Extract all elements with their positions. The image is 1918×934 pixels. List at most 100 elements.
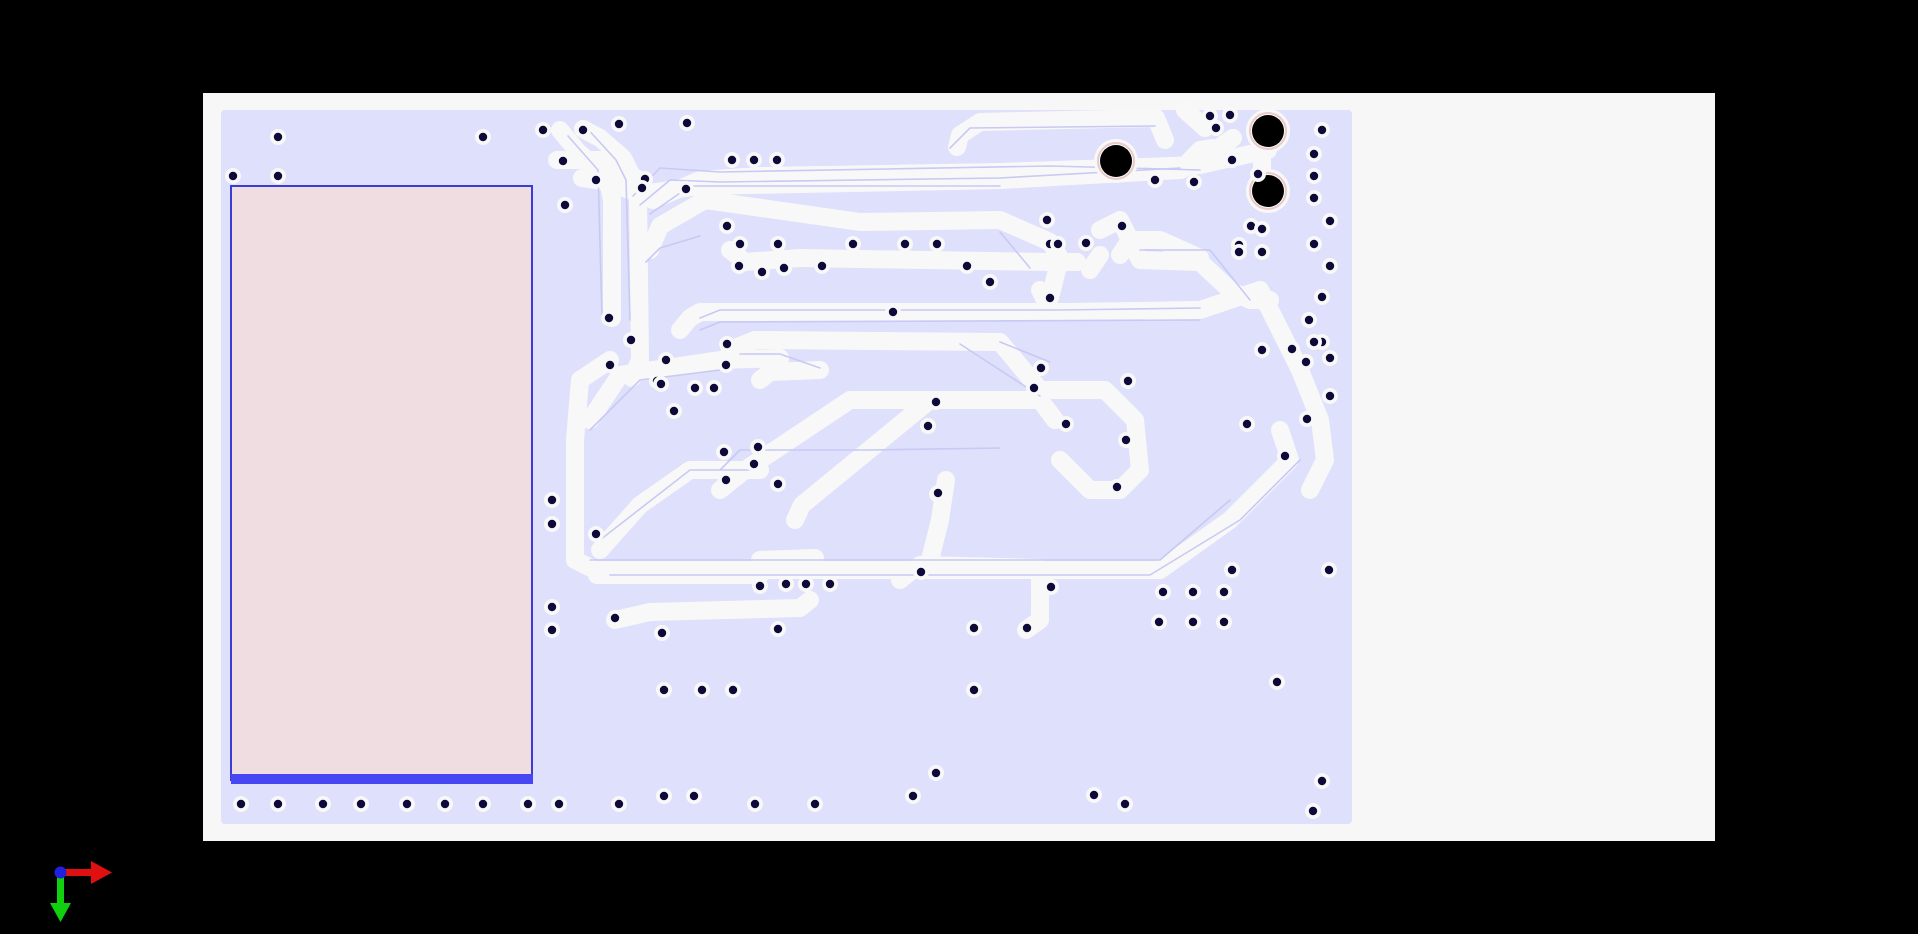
via (538, 125, 548, 135)
trace-line (699, 319, 1201, 331)
via (1227, 155, 1237, 165)
via (547, 625, 557, 635)
via (1205, 111, 1215, 121)
via (604, 313, 614, 323)
via (402, 799, 412, 809)
via (656, 379, 666, 389)
via (1211, 123, 1221, 133)
mounting-holes (1094, 109, 1290, 213)
via (773, 479, 783, 489)
via (1112, 482, 1122, 492)
via (659, 685, 669, 695)
via (1120, 799, 1130, 809)
via (1053, 239, 1063, 249)
via (1123, 376, 1133, 386)
via (578, 125, 588, 135)
via (908, 791, 918, 801)
via (817, 261, 827, 271)
copper-trace (891, 559, 924, 589)
via (719, 447, 729, 457)
via (1287, 344, 1297, 354)
trace-line (999, 231, 1031, 269)
copper-trace (721, 331, 1149, 499)
via (659, 791, 669, 801)
via (1150, 175, 1160, 185)
via (605, 360, 615, 370)
via (753, 442, 763, 452)
via (1301, 357, 1311, 367)
via (888, 307, 898, 317)
trace-line (645, 235, 701, 263)
trace-line (567, 135, 603, 319)
via (547, 519, 557, 529)
via (1325, 353, 1335, 363)
mounting-hole-ring (1249, 112, 1287, 150)
via (547, 495, 557, 505)
trace-line (949, 125, 1156, 149)
via (1304, 315, 1314, 325)
z-axis-dot-icon (54, 866, 67, 879)
via (773, 239, 783, 249)
via (273, 799, 283, 809)
via (614, 119, 624, 129)
via (1272, 677, 1282, 687)
copper-trace (606, 591, 819, 629)
via (734, 261, 744, 271)
large-component-footprint[interactable] (230, 185, 533, 784)
via (1154, 617, 1164, 627)
via (661, 355, 671, 365)
via (755, 581, 765, 591)
via (1046, 582, 1056, 592)
via (554, 799, 564, 809)
via (273, 132, 283, 142)
via (610, 613, 620, 623)
via (1324, 565, 1334, 575)
via (727, 155, 737, 165)
x-axis-arrow-icon (60, 861, 112, 884)
mounting-hole-ring (1249, 172, 1287, 210)
via (558, 156, 568, 166)
via (1302, 414, 1312, 424)
via (440, 799, 450, 809)
via (318, 799, 328, 809)
via (1036, 363, 1046, 373)
trace-line (719, 447, 1001, 471)
via (1242, 419, 1252, 429)
via (923, 421, 933, 431)
via (1309, 193, 1319, 203)
via (236, 799, 246, 809)
mounting-hole (1252, 115, 1284, 147)
via (931, 397, 941, 407)
via (689, 791, 699, 801)
via (1325, 391, 1335, 401)
via (721, 475, 731, 485)
via (614, 799, 624, 809)
via (1309, 171, 1319, 181)
via (709, 383, 719, 393)
via (626, 335, 636, 345)
via (1117, 221, 1127, 231)
via (1225, 110, 1235, 120)
trace-line (599, 469, 751, 541)
via (969, 623, 979, 633)
via (591, 175, 601, 185)
mounting-hole-ring (1097, 142, 1135, 180)
via (779, 263, 789, 273)
via (1257, 345, 1267, 355)
mounting-hole (1252, 175, 1284, 207)
via (757, 267, 767, 277)
via (1158, 587, 1168, 597)
via (1317, 292, 1327, 302)
via (228, 171, 238, 181)
via (1227, 565, 1237, 575)
y-axis-arrow-icon (50, 872, 71, 922)
via (1219, 617, 1229, 627)
via (750, 799, 760, 809)
via (1089, 790, 1099, 800)
via (962, 261, 972, 271)
via (722, 339, 732, 349)
via (1309, 337, 1319, 347)
via (1325, 261, 1335, 271)
